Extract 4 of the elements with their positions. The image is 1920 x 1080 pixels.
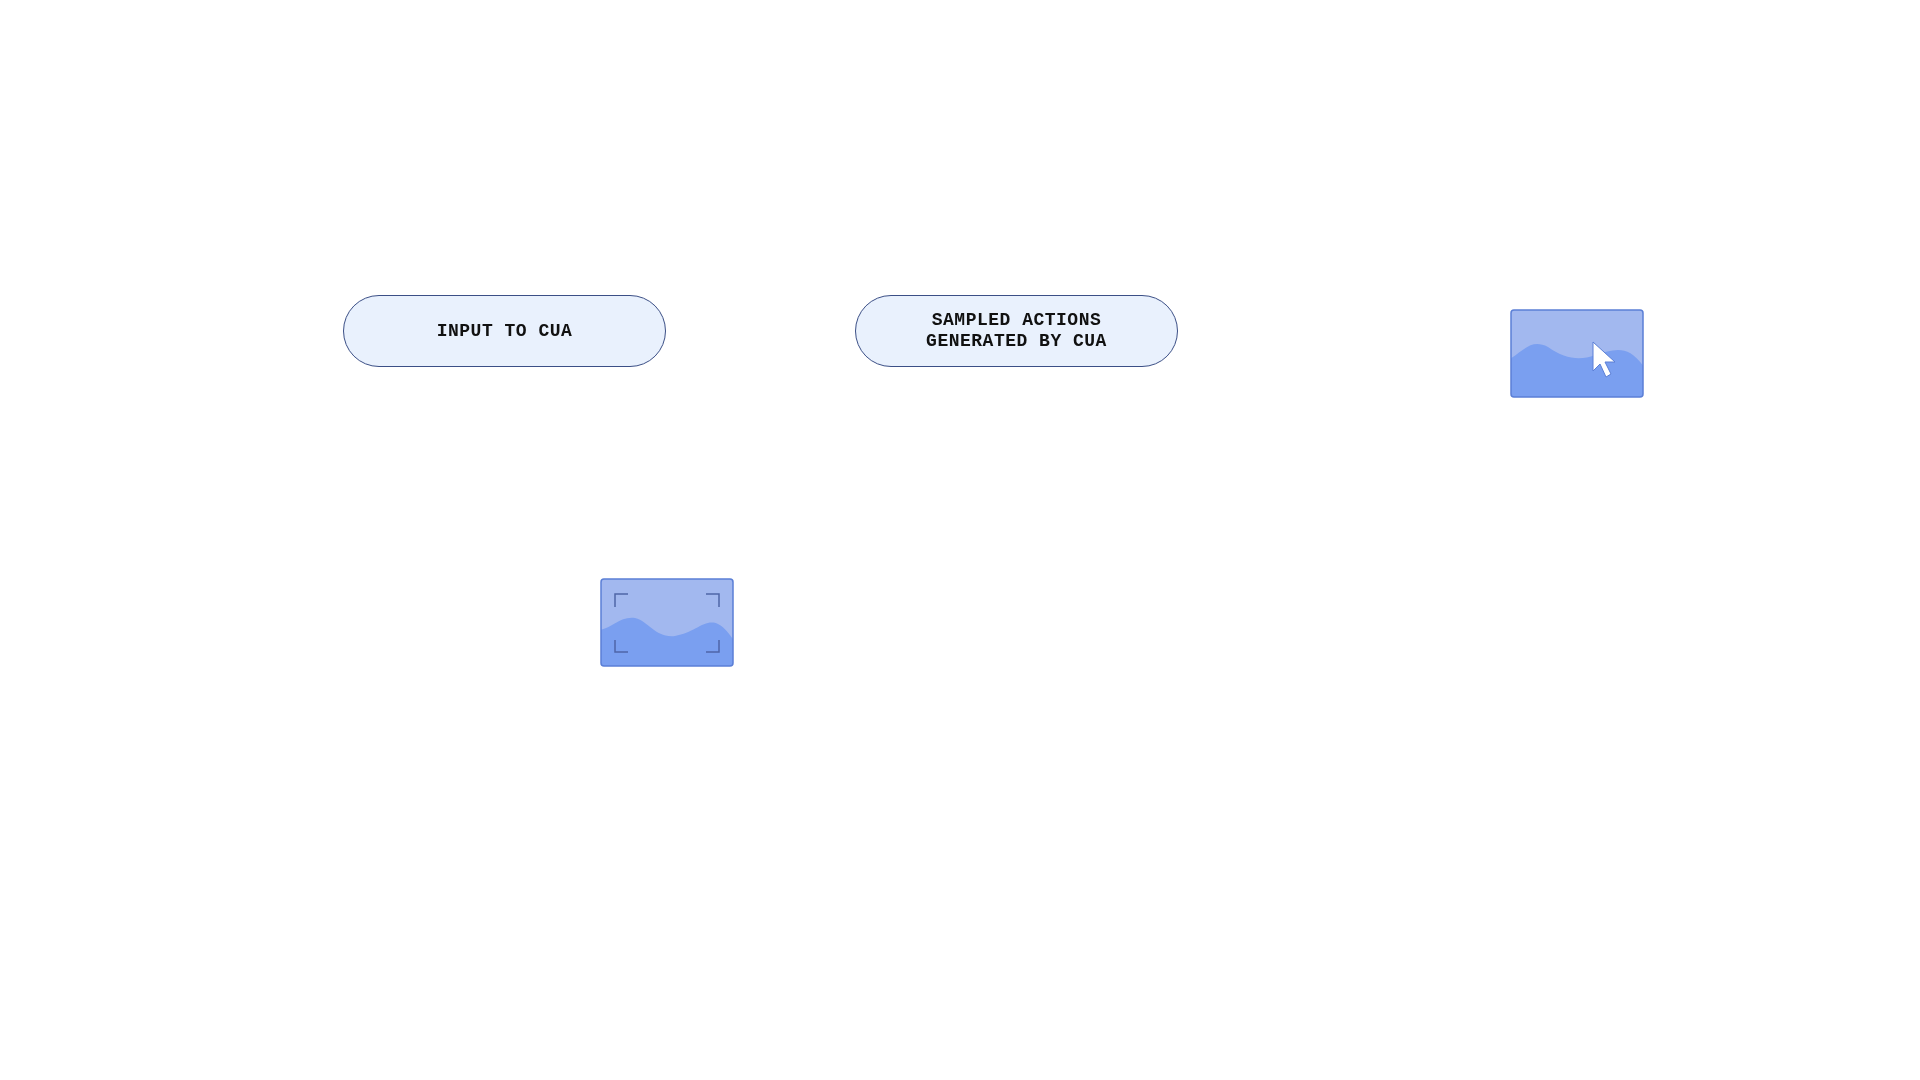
pill-label: SAMPLED ACTIONS GENERATED BY CUA bbox=[925, 310, 1108, 352]
pill-label: INPUT TO CUA bbox=[436, 320, 573, 342]
cursor-screenshot-picture bbox=[1510, 309, 1644, 398]
screenshot-picture bbox=[600, 578, 734, 667]
